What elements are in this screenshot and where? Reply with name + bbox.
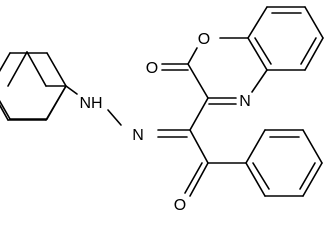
atom-hydrazone-nitrogen: N <box>132 127 144 144</box>
phenyl-ring-hydrazine <box>0 52 67 120</box>
atom-ketone-oxygen: O <box>174 197 186 214</box>
molecule-drawing: O O N NH N O <box>0 6 324 214</box>
hydrazone-chain <box>65 85 209 138</box>
atom-ring-oxygen: O <box>198 31 210 48</box>
atom-lactone-carbonyl-oxygen: O <box>146 60 158 77</box>
atom-hydrazone-nh: NH <box>79 95 102 112</box>
atom-ring-nitrogen: N <box>239 93 251 110</box>
lactone-carbonyl <box>161 63 189 71</box>
benzo-ring <box>247 6 324 71</box>
phenyl-ring-benzoyl <box>245 129 323 197</box>
oxazinone-ring <box>187 37 268 105</box>
structure-diagram: O O N NH N O <box>0 6 324 214</box>
benzoyl-group <box>184 129 247 197</box>
phenyl-ring-left <box>0 51 67 121</box>
